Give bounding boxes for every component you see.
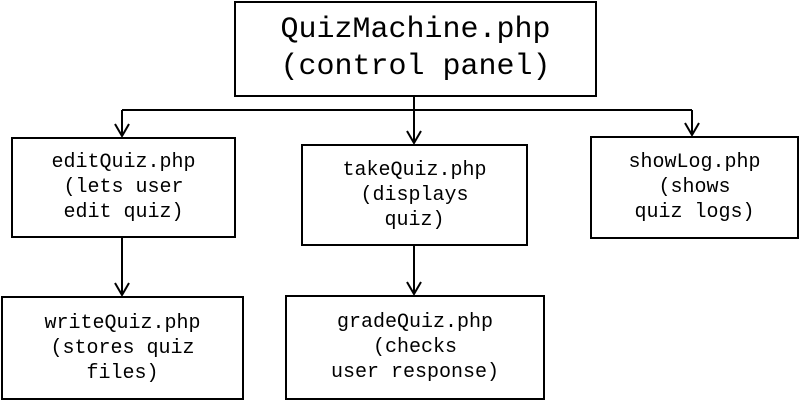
node-title: takeQuiz.php [342,158,487,182]
arrowhead-take [406,130,422,145]
node-description: (checks [372,336,457,359]
node-description: files) [86,361,159,385]
arrowhead-write [114,282,130,297]
node-gradequiz: gradeQuiz.php (checks user response) [285,295,545,400]
node-description: user response) [330,361,500,384]
node-editquiz: editQuiz.php (lets user edit quiz) [11,137,236,238]
node-description: (lets user [63,176,184,199]
node-showlog: showLog.php (shows quiz logs) [590,136,799,239]
node-description: (control panel) [280,50,551,84]
arrowhead-grade [406,281,422,296]
arrowhead-log [684,122,700,137]
node-title: QuizMachine.php [280,13,551,48]
node-quizmachine-control-panel: QuizMachine.php (control panel) [234,1,597,97]
node-title: gradeQuiz.php [336,311,494,334]
node-description: quiz) [384,208,445,232]
node-title: editQuiz.php [51,151,196,174]
node-description: (displays [360,183,469,207]
node-writequiz: writeQuiz.php (stores quiz files) [1,296,244,400]
arrowhead-edit [114,123,130,138]
node-takequiz: takeQuiz.php (displays quiz) [301,144,528,246]
node-description: (shows [658,176,731,199]
node-title: writeQuiz.php [44,311,201,335]
node-description: quiz logs) [634,201,755,224]
node-title: showLog.php [628,151,761,174]
node-description: (stores quiz [50,336,195,360]
node-description: edit quiz) [63,201,184,224]
